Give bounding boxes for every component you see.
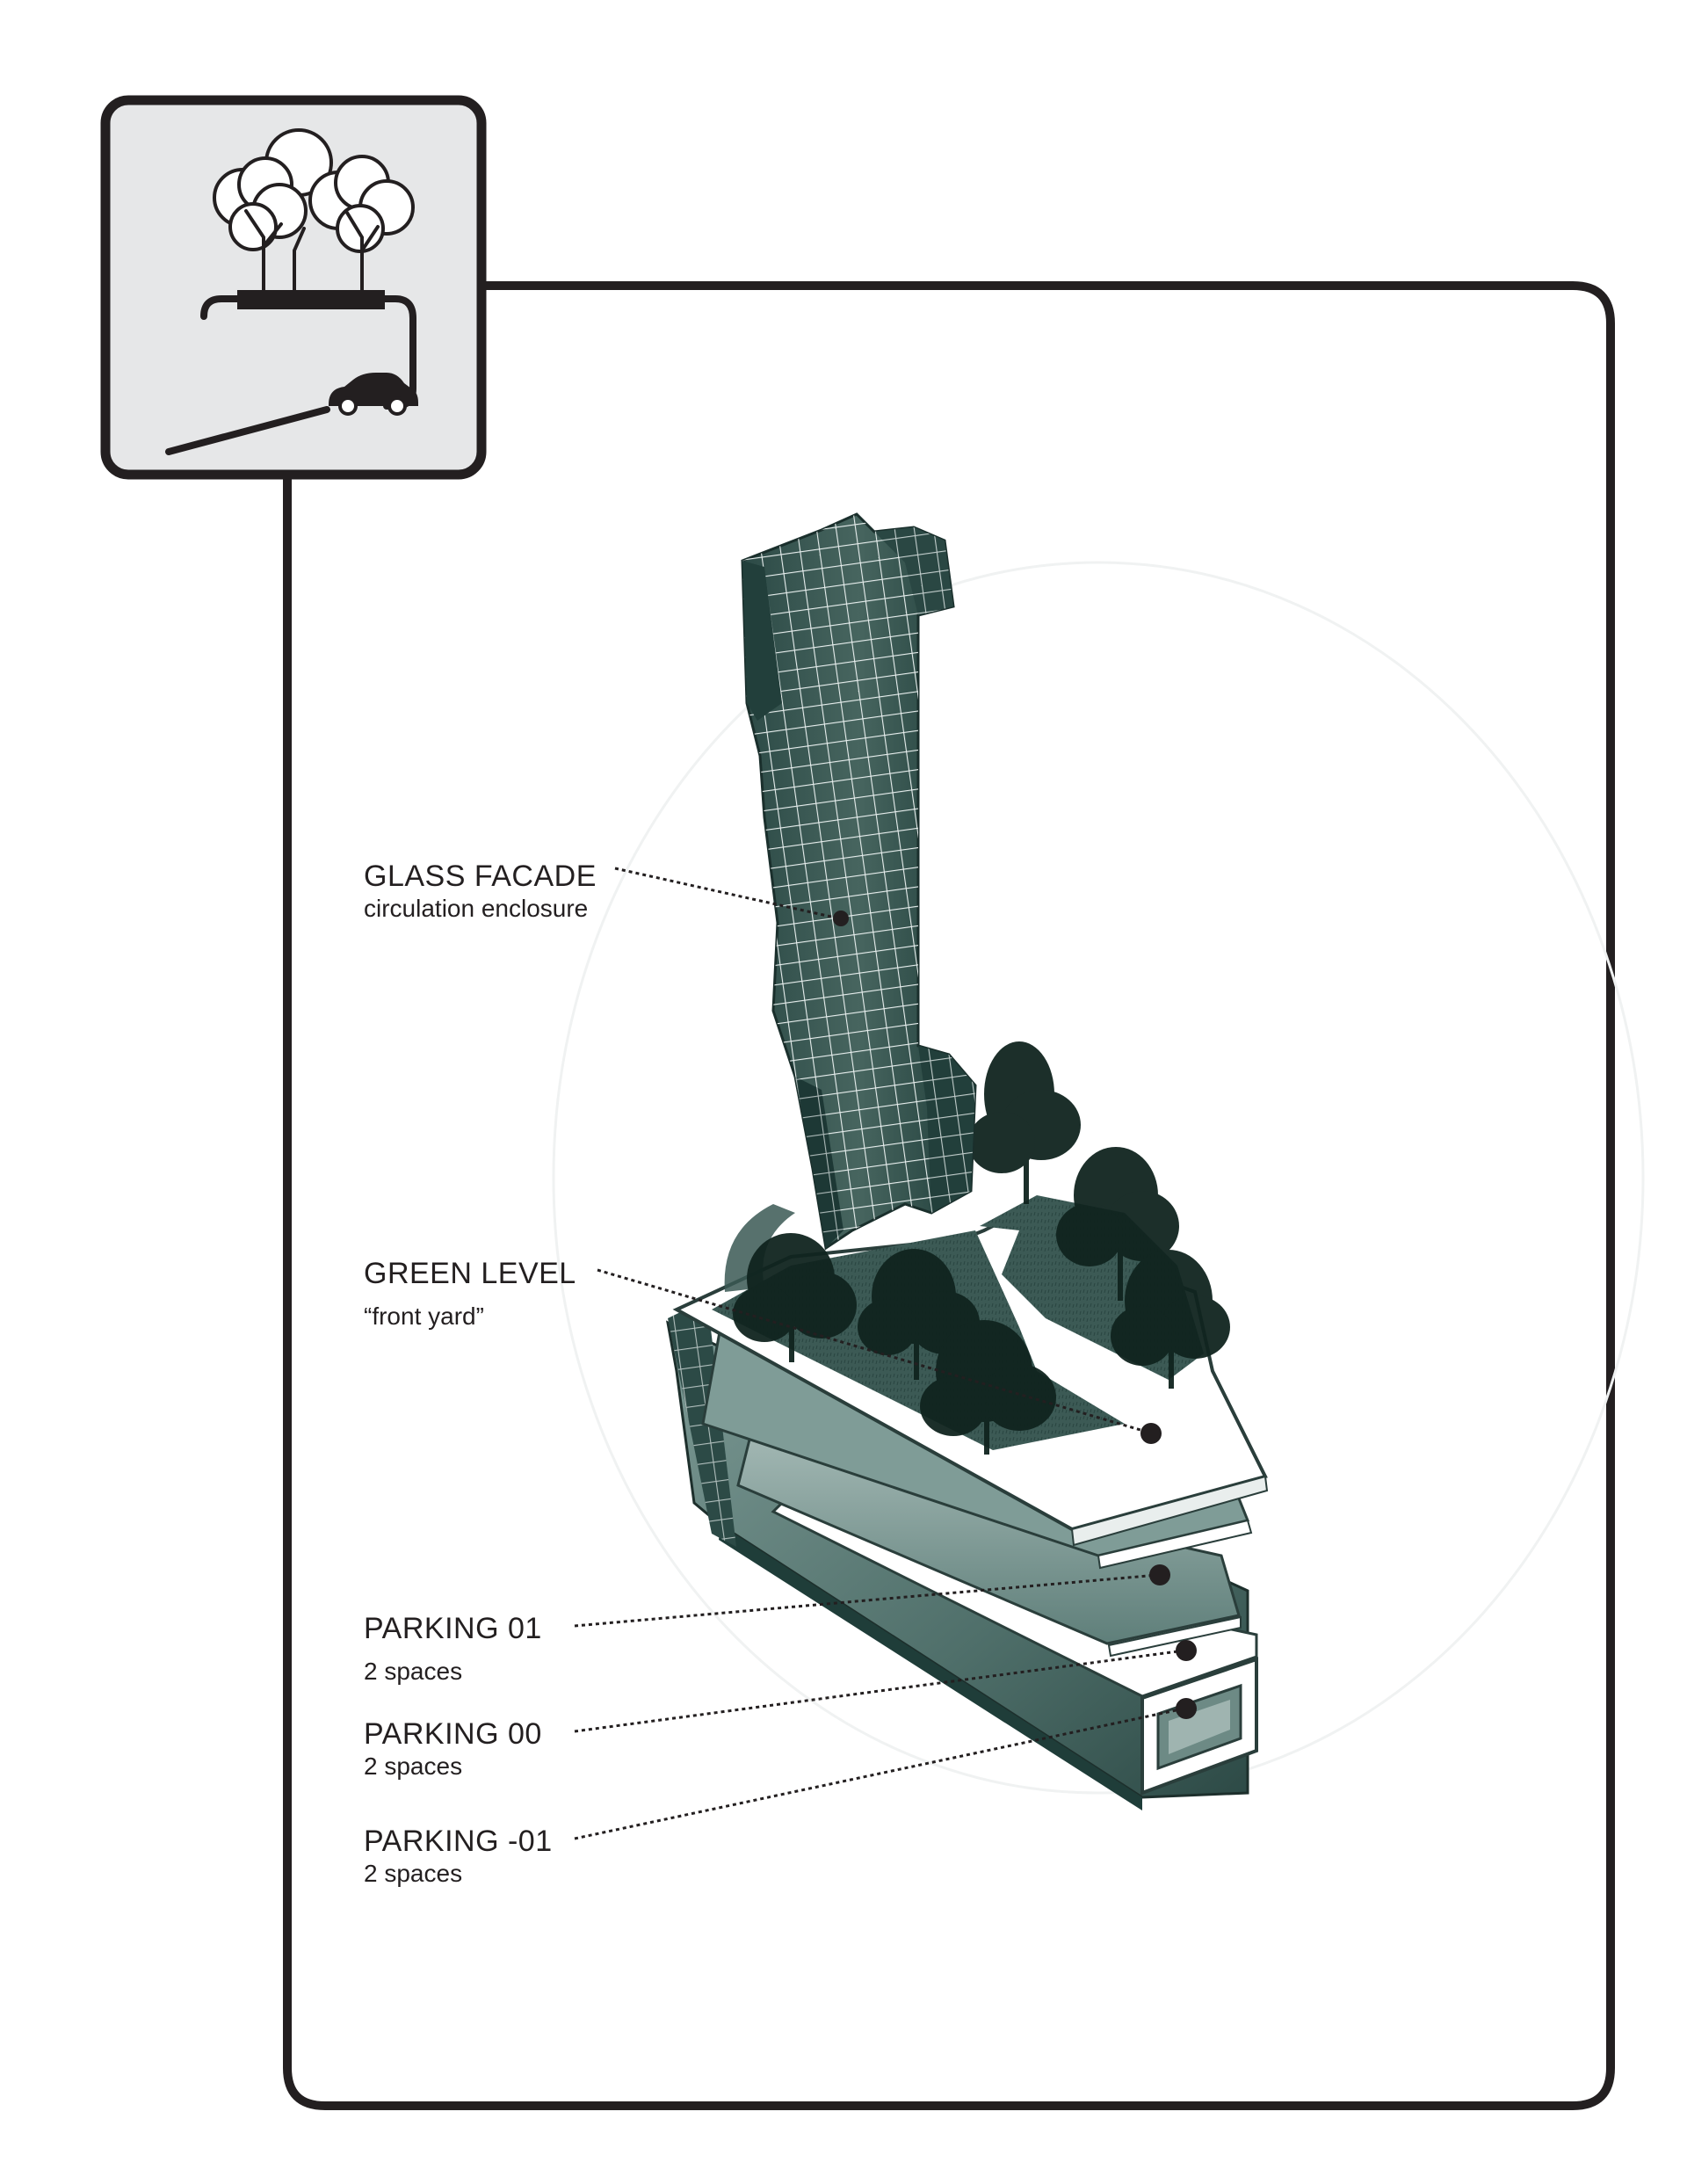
dot-parking-minus-01 [1176,1698,1197,1719]
dot-parking-00 [1176,1640,1197,1661]
building-model [666,512,1269,1810]
callout-leaders [574,867,1185,1840]
trees-on-roof-parking-icon [100,95,487,480]
callout-parking-00: PARKING 00 2 spaces [364,1719,542,1779]
callout-subtitle: 2 spaces [364,1658,463,1685]
callout-parking-minus-01: PARKING -01 2 spaces [364,1826,553,1886]
leader-green-level [597,1268,1150,1434]
callout-title: GREEN LEVEL [364,1257,576,1290]
callout-glass-facade: GLASS FACADE circulation enclosure [364,861,597,921]
dot-green-level [1140,1423,1162,1444]
callout-parking-01: PARKING 01 2 spaces [364,1614,542,1684]
callout-subtitle: “front yard” [364,1302,484,1330]
callout-title: PARKING 01 [364,1612,542,1645]
ground-shadow [552,561,1645,1795]
leader-parking-minus-01 [574,1707,1185,1840]
callout-title: PARKING 00 [364,1717,542,1751]
callout-green-level: GREEN LEVEL “front yard” [364,1259,576,1329]
leader-glass-facade [614,867,840,920]
callout-subtitle: 2 spaces [364,1860,463,1887]
callout-subtitle: 2 spaces [364,1752,463,1780]
leader-parking-01 [574,1573,1159,1628]
callout-title: PARKING -01 [364,1825,553,1858]
callout-dots [833,911,1197,1719]
callout-title: GLASS FACADE [364,860,597,893]
dot-glass-facade [833,911,849,926]
callout-subtitle: circulation enclosure [364,895,589,922]
dot-parking-01 [1149,1564,1170,1585]
main-frame [283,281,1615,2110]
